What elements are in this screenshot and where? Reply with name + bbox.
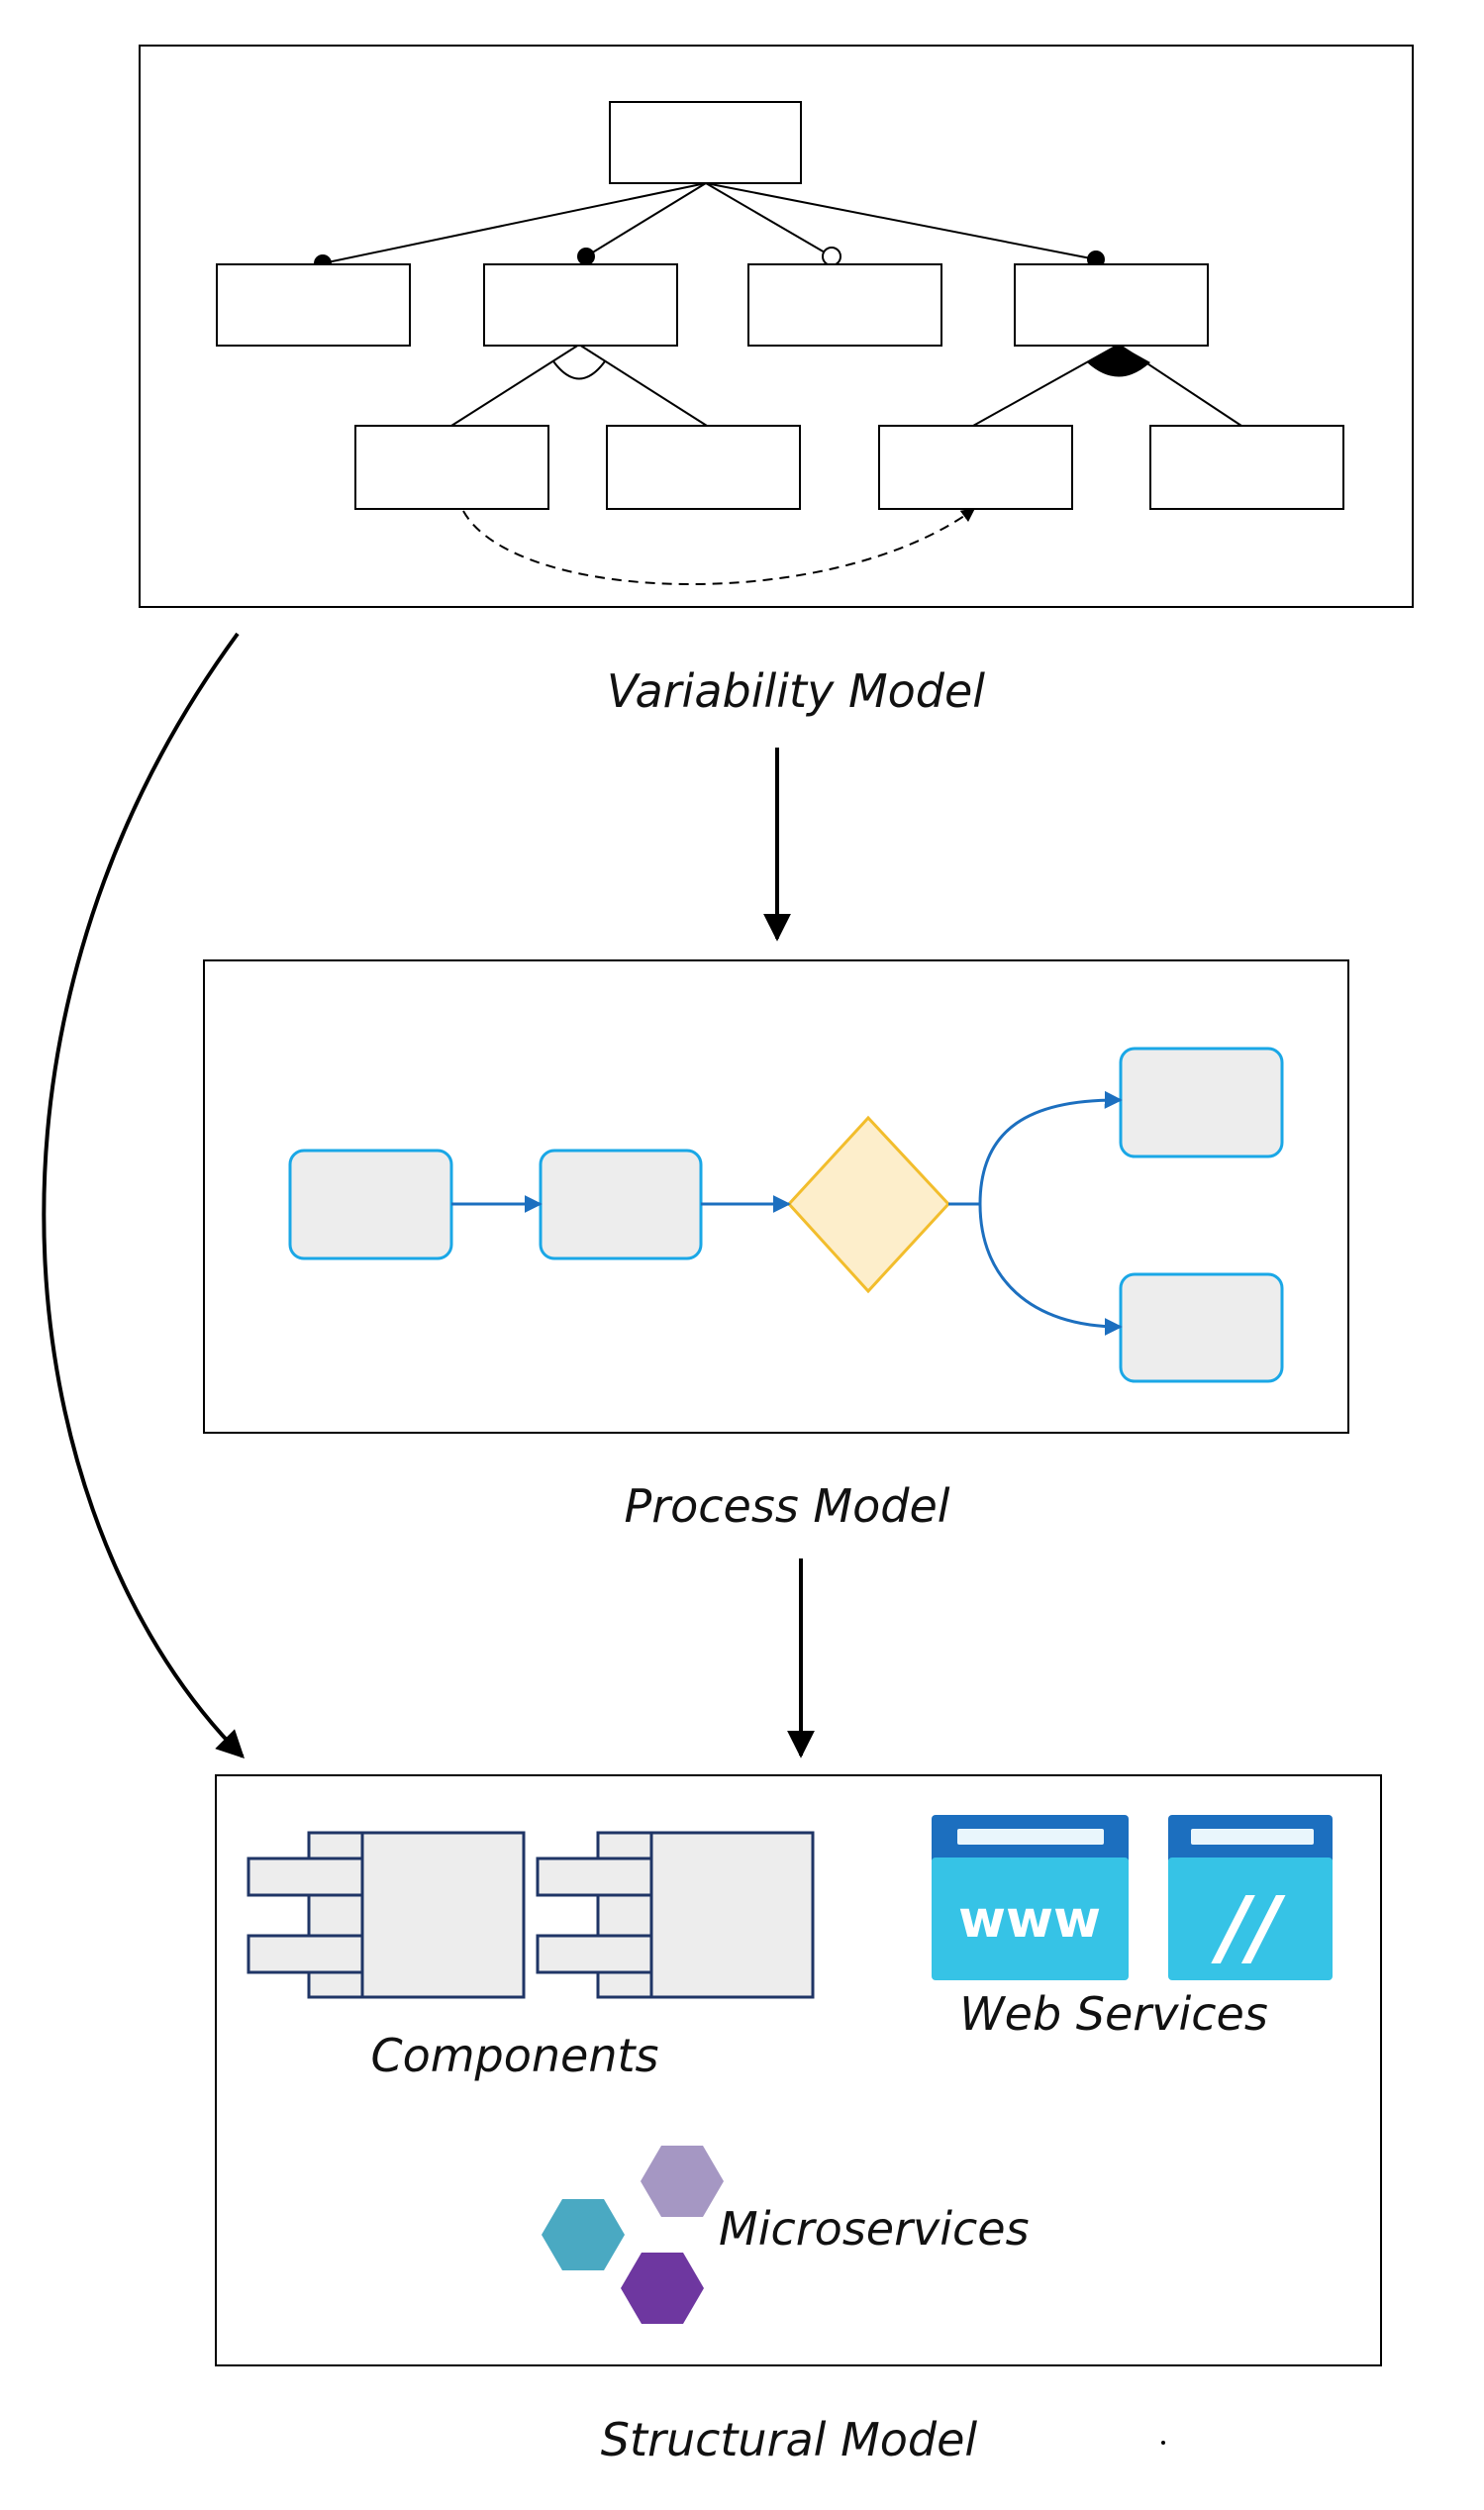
- process-model-caption: Process Model: [624, 1479, 949, 1533]
- process-task-3: [1119, 1047, 1284, 1158]
- feature-d-box: [1014, 263, 1209, 347]
- or-group-arc: [552, 360, 606, 380]
- process-task-1: [288, 1149, 453, 1260]
- optional-marker-c: [822, 247, 841, 266]
- feature-root-box: [609, 101, 802, 184]
- structural-model: Components www // Web Services Microserv…: [215, 1774, 1382, 2366]
- alternative-group-arc: [1087, 345, 1150, 377]
- process-task-4: [1119, 1272, 1284, 1383]
- component-icon-2: [536, 1831, 815, 1999]
- web-service-api-icon: //: [1168, 1815, 1333, 1980]
- feature-d2-box: [1149, 425, 1344, 510]
- flow-gateway-task4: [978, 1203, 1123, 1336]
- web-services-label: Web Services: [959, 1987, 1268, 2041]
- process-gateway: [786, 1115, 951, 1294]
- api-slash-text: //: [1210, 1878, 1286, 1975]
- cross-tree-constraint-arrow: [462, 508, 976, 585]
- feature-b-box: [483, 263, 678, 347]
- feature-b1-box: [354, 425, 549, 510]
- variability-model-caption: Variability Model: [607, 664, 985, 718]
- feature-c-box: [747, 263, 942, 347]
- components-label: Components: [370, 2029, 658, 2082]
- web-service-www-icon: www: [932, 1815, 1129, 1980]
- stray-dot: [1161, 2441, 1165, 2445]
- feature-a-box: [216, 263, 411, 347]
- edge-root-a: [322, 182, 707, 264]
- edge-root-d: [705, 182, 1097, 260]
- mandatory-marker-b: [577, 248, 595, 265]
- feature-b2-box: [606, 425, 801, 510]
- edge-root-c: [705, 182, 833, 257]
- structural-model-caption: Structural Model: [601, 2413, 978, 2466]
- microservices-label: Microservices: [719, 2202, 1030, 2256]
- microservice-hex-teal: [542, 2199, 625, 2270]
- feature-d1-box: [878, 425, 1073, 510]
- edge-root-b: [585, 182, 707, 257]
- flow-gateway-task3: [978, 1090, 1123, 1205]
- edge-d-d1: [972, 344, 1120, 427]
- microservice-hex-purple: [621, 2253, 704, 2324]
- edge-b-b1: [450, 344, 580, 427]
- arrow-variability-to-structural: [42, 632, 245, 1758]
- edge-b-b2: [578, 344, 708, 427]
- component-icon-1: [247, 1831, 526, 1999]
- process-task-2: [539, 1149, 703, 1260]
- microservice-hex-lilac: [641, 2146, 724, 2217]
- variability-model: [139, 45, 1414, 608]
- process-model: [203, 959, 1349, 1434]
- www-text: www: [958, 1890, 1101, 1950]
